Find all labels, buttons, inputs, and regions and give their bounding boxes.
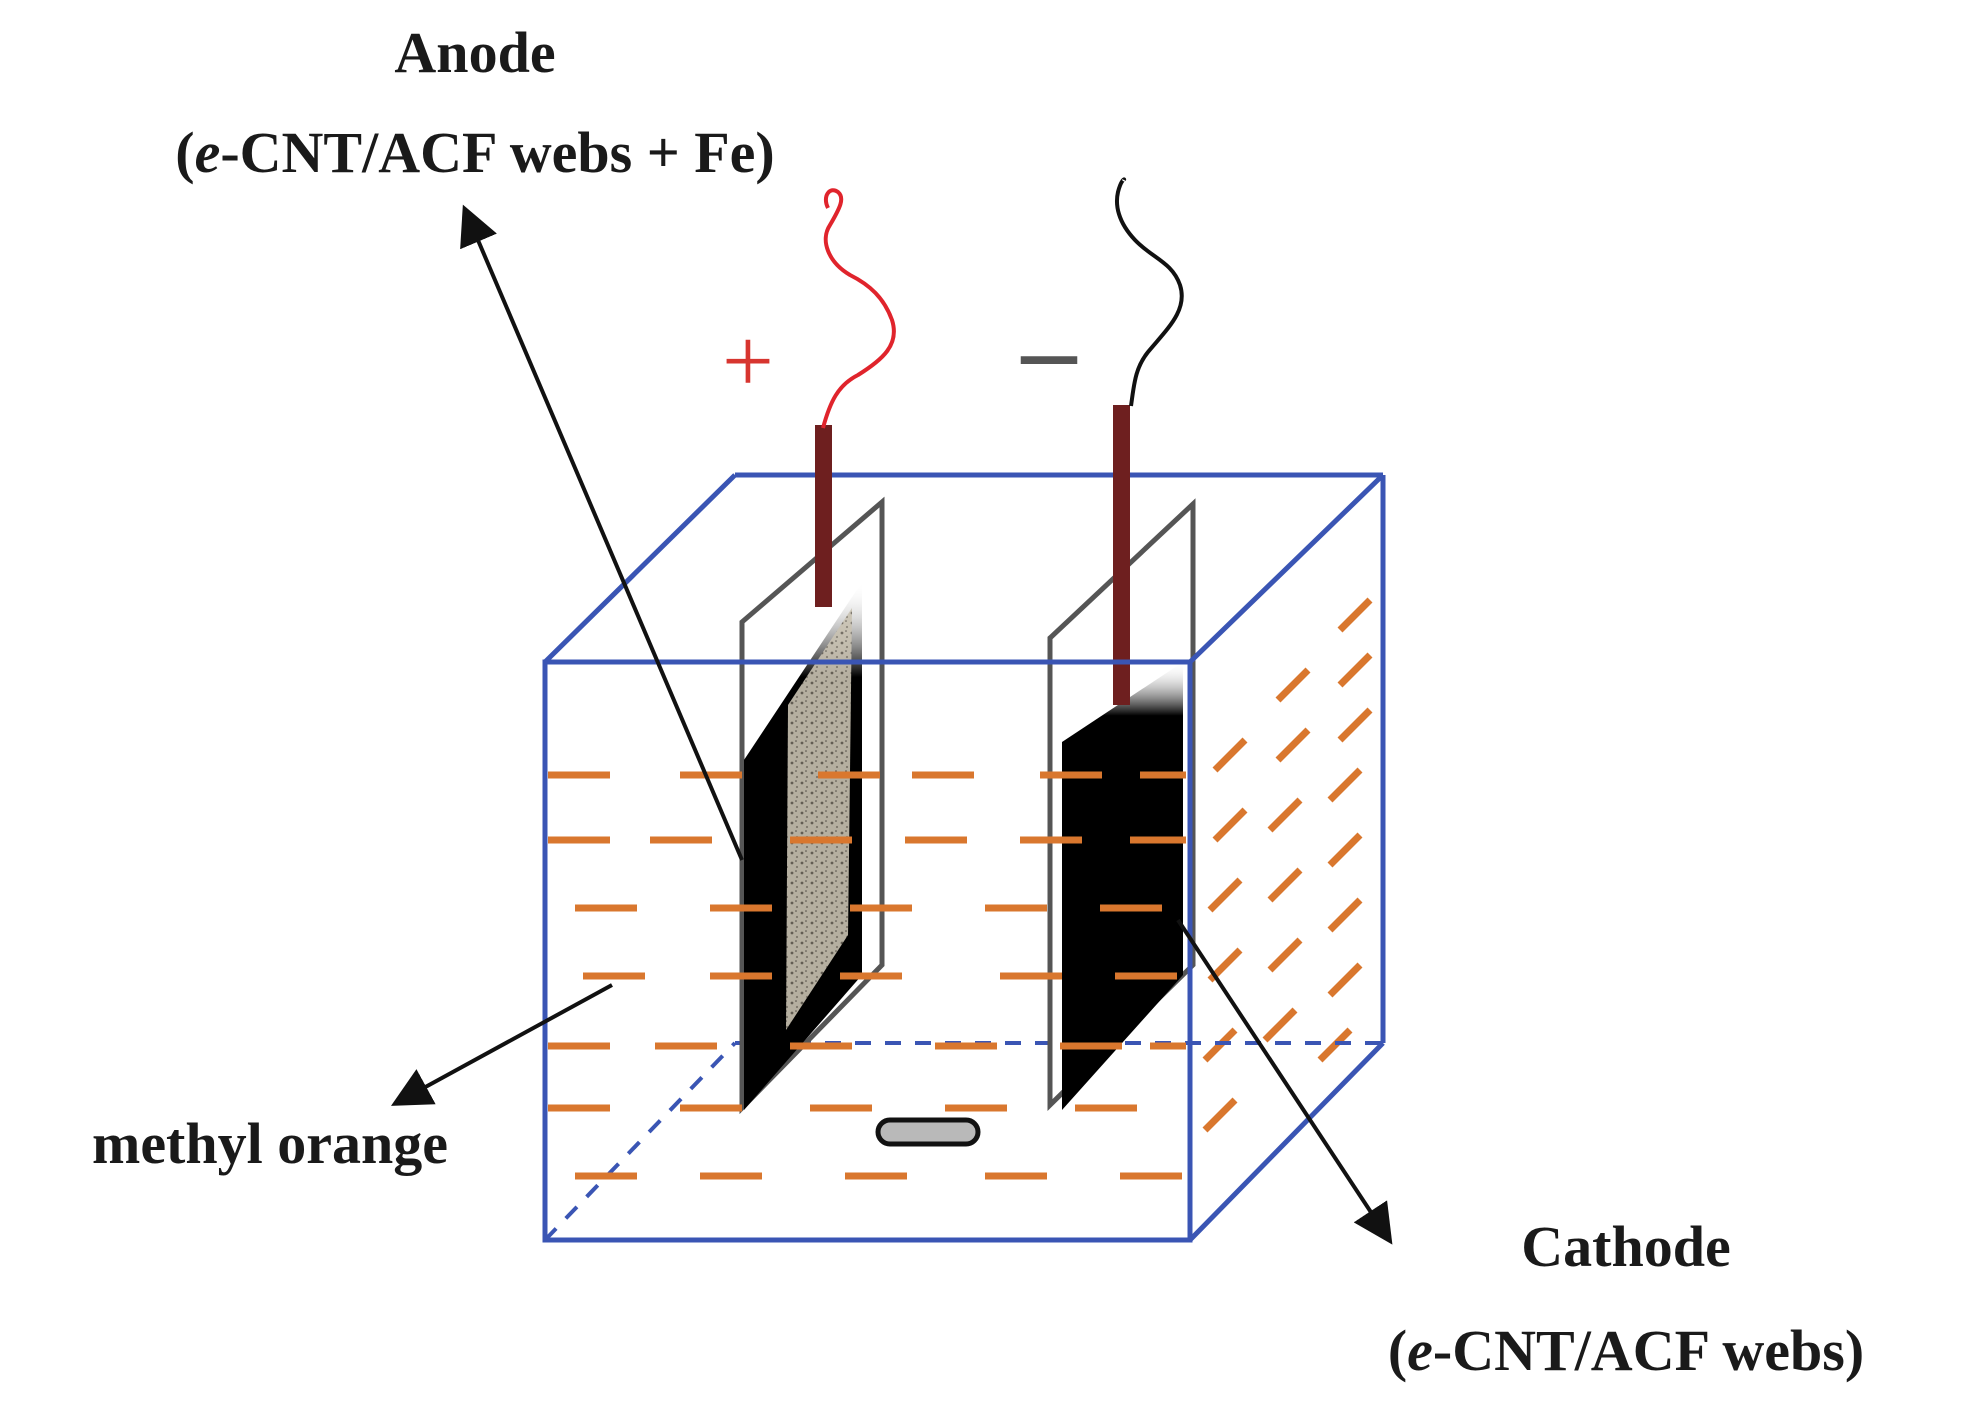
anode-pointer-arrow <box>460 204 744 861</box>
cathode-pointer-arrow <box>1176 918 1393 1245</box>
negative-sign: – <box>1021 288 1078 410</box>
anode-subtitle-paren: ( <box>175 120 194 185</box>
cathode-subtitle-paren: ( <box>1388 1318 1407 1383</box>
anode-title: Anode <box>394 20 555 85</box>
solution-side-dash <box>1202 1097 1238 1133</box>
solution-side-dash <box>1337 707 1373 743</box>
solution-side-dash <box>1327 832 1363 868</box>
anode-electrode <box>739 425 885 1115</box>
positive-sign: + <box>722 310 774 412</box>
solution-side-dash <box>1337 597 1373 633</box>
cathode-title: Cathode <box>1521 1214 1730 1279</box>
cathode-subtitle-italic: e <box>1407 1318 1433 1383</box>
solution-side-dash <box>1327 897 1363 933</box>
cathode-lead <box>1113 405 1130 705</box>
cathode-subtitle-rest: -CNT/ACF webs) <box>1433 1318 1864 1383</box>
solution-side-dash <box>1212 807 1248 843</box>
cathode-electrode <box>1047 405 1196 1111</box>
tank-hidden-edges <box>543 1041 1383 1242</box>
solution-side-dash <box>1275 667 1311 703</box>
solution-side-dash <box>1212 737 1248 773</box>
stir-bar <box>875 1117 981 1147</box>
solution-side-dash <box>1267 867 1303 903</box>
cathode-frame <box>1047 498 1196 1111</box>
methyl-orange-side-dashes <box>1202 597 1373 1133</box>
methyl-orange-pointer-arrow <box>390 983 613 1106</box>
solution-side-dash <box>1337 652 1373 688</box>
solution-side-dash <box>1262 1007 1298 1043</box>
negative-wire <box>1115 177 1184 407</box>
methyl-orange-front-dashes <box>548 771 1186 1180</box>
methyl-orange-label: methyl orange <box>92 1111 448 1176</box>
tank-front-edges <box>542 473 1386 1243</box>
cathode-subtitle: (e-CNT/ACF webs) <box>1388 1318 1864 1383</box>
anode-coating <box>786 608 852 1030</box>
solution-side-dash <box>1327 767 1363 803</box>
solution-side-dash <box>1267 937 1303 973</box>
solution-side-dash <box>1207 877 1243 913</box>
solution-side-dash <box>1327 962 1363 998</box>
anode-frame <box>739 496 885 1115</box>
anode-subtitle: (e-CNT/ACF webs + Fe) <box>175 120 775 185</box>
anode-subtitle-italic: e <box>195 120 221 185</box>
solution-side-dash <box>1275 727 1311 763</box>
solution-side-dash <box>1267 797 1303 833</box>
anode-subtitle-rest: -CNT/ACF webs + Fe) <box>220 120 774 185</box>
positive-wire <box>821 188 896 429</box>
anode-lead <box>815 425 832 607</box>
